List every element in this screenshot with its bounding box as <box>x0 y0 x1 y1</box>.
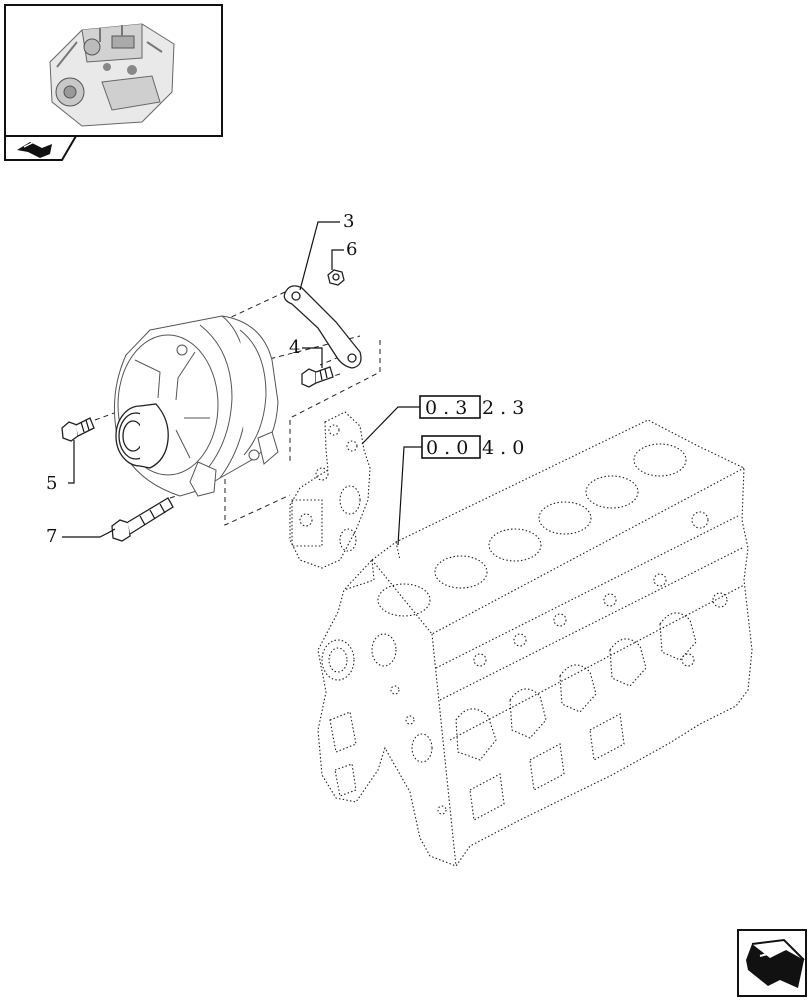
nut-part-6 <box>327 269 345 286</box>
reference-link-2[interactable]: 0 . 0 4 . 0 <box>421 435 524 459</box>
previous-page-arrow-icon[interactable] <box>737 929 807 997</box>
alternator-mount-bracket <box>289 411 371 569</box>
reference-link-1-rest: 2 . 3 <box>482 397 524 419</box>
callout-4[interactable]: 4 <box>289 337 300 358</box>
engine-block <box>317 419 753 867</box>
bolt-part-5 <box>61 417 95 442</box>
callout-5[interactable]: 5 <box>46 473 57 494</box>
reference-link-1[interactable]: 0 . 3 2 . 3 <box>419 395 524 419</box>
alternator <box>113 315 279 497</box>
bolt-part-7 <box>111 497 174 542</box>
bracket-part-3 <box>283 285 362 369</box>
bolt-part-4 <box>301 366 334 388</box>
callout-3[interactable]: 3 <box>343 211 354 232</box>
callout-6[interactable]: 6 <box>346 239 357 260</box>
engine-thumbnail-icon[interactable] <box>4 4 223 137</box>
book-arrow-icon[interactable] <box>4 135 78 161</box>
reference-link-2-boxed: 0 . 0 <box>426 437 468 459</box>
reference-link-1-boxed: 0 . 3 <box>425 397 467 419</box>
callout-7[interactable]: 7 <box>46 526 57 547</box>
reference-link-2-rest: 4 . 0 <box>482 437 524 459</box>
callout-leaders <box>62 221 422 546</box>
